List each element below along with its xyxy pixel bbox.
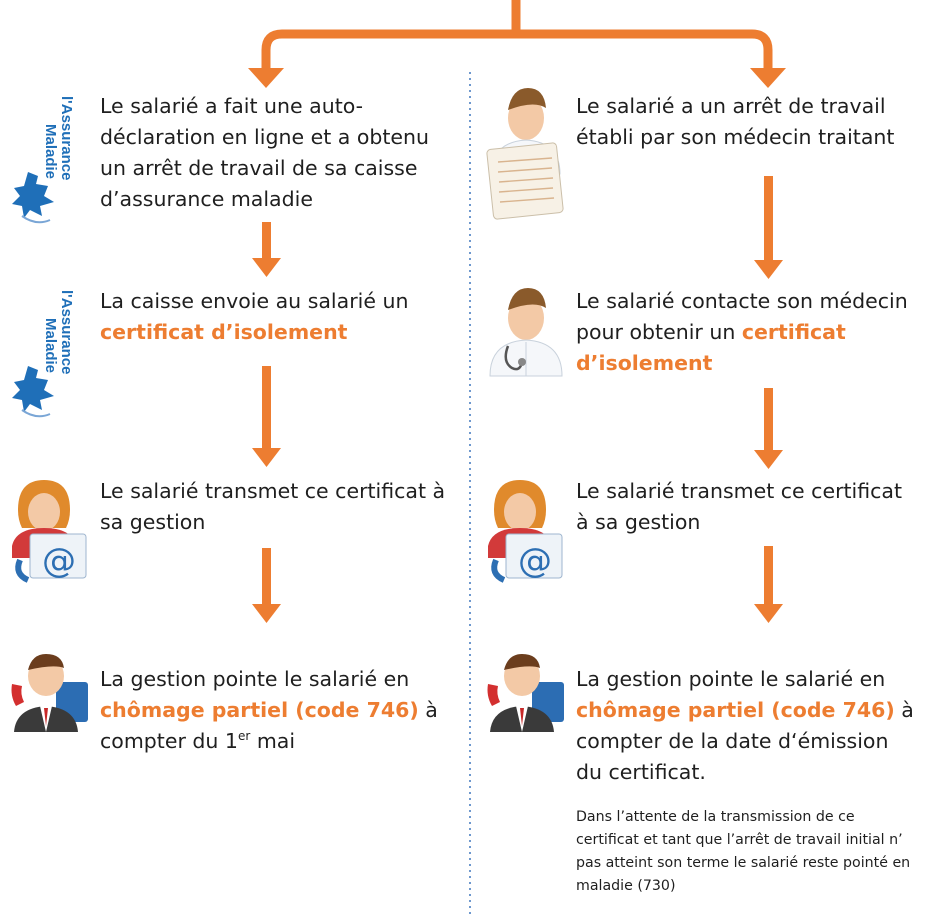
left-step4-superscript: er — [237, 729, 251, 744]
right-step2-text: Le salarié contacte son médecin pour obt… — [576, 286, 921, 379]
right-step2-highlight: certificat d’isolement — [576, 320, 846, 375]
left-step2-text: La caisse envoie au salarié un certifica… — [100, 286, 450, 348]
right-step3-text: Le salarié transmet ce certificat à sa g… — [576, 479, 903, 534]
assurance-maladie-logo: l'Assurance Maladie — [12, 92, 84, 232]
left-step4-text: La gestion pointe le salarié en chômage … — [100, 664, 455, 757]
phone-operator-icon — [10, 654, 90, 736]
left-step4-text-mid: à compter du 1 — [100, 698, 438, 753]
svg-text:@: @ — [42, 541, 76, 581]
left-step2-text-main: La caisse envoie au salarié un — [100, 289, 409, 313]
email-user-icon: @ — [8, 476, 88, 586]
assurance-maladie-logo: l'Assurance Maladie — [12, 286, 84, 426]
arrow-left-3 — [252, 548, 281, 623]
logo-text-line1: l'Assurance — [58, 290, 75, 374]
right-step4-text-main: La gestion pointe le salarié en — [576, 667, 886, 691]
arrow-right-2 — [754, 388, 783, 469]
phone-operator-icon — [486, 654, 566, 736]
left-step1-text: Le salarié a fait une auto-déclaration e… — [100, 94, 430, 211]
right-step1-text: Le salarié a un arrêt de travail établi … — [576, 94, 895, 149]
right-step4-highlight: chômage partiel (code 746) — [576, 698, 895, 722]
split-bracket — [261, 0, 773, 72]
doctor-icon — [486, 288, 566, 377]
arrow-left-1 — [252, 222, 281, 277]
right-step4-text: La gestion pointe le salarié en chômage … — [576, 664, 916, 788]
medical-form-icon — [484, 84, 568, 220]
svg-text:@: @ — [518, 541, 552, 581]
bracket-arrowhead-right — [750, 68, 786, 88]
left-step2-highlight: certificat d’isolement — [100, 320, 348, 344]
left-step4-text-end: mai — [250, 729, 296, 753]
logo-text-line2: Maladie — [42, 124, 59, 179]
arrow-right-1 — [754, 176, 783, 279]
left-step4-highlight: chômage partiel (code 746) — [100, 698, 419, 722]
right-step2-text-main: Le salarié contacte son médecin pour obt… — [576, 289, 908, 344]
left-step3-text: Le salarié transmet ce certificat à sa g… — [100, 479, 446, 534]
right-note-text: Dans l’attente de la transmission de ce … — [576, 809, 911, 894]
right-step4-text-end: à compter de la date d‘émission du certi… — [576, 698, 914, 784]
email-user-icon: @ — [484, 476, 564, 586]
left-step4-text-main: La gestion pointe le salarié en — [100, 667, 410, 691]
logo-text-line1: l'Assurance — [58, 96, 75, 180]
arrow-right-3 — [754, 546, 783, 623]
logo-text-line2: Maladie — [42, 318, 59, 373]
arrow-left-2 — [252, 366, 281, 467]
bracket-arrowhead-left — [248, 68, 284, 88]
